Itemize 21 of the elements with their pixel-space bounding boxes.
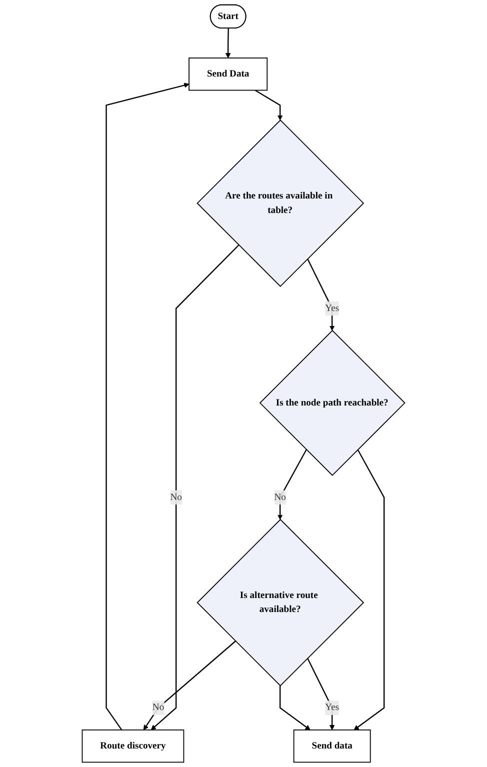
arrow [150, 244, 240, 730]
node-diamond: Is alternative route available? [196, 518, 364, 686]
edge-label: No [170, 492, 182, 502]
node-diamond: Are the routes available in table? [196, 120, 364, 287]
edge-label: Yes [325, 702, 340, 713]
node-diamond: Is the node path reachable? [259, 330, 406, 476]
arrow [143, 640, 236, 730]
edge-label: No [152, 702, 164, 713]
arrow [225, 28, 231, 58]
arrow [354, 449, 385, 730]
edge-label: No [274, 492, 286, 502]
node-box: Send data [293, 730, 371, 763]
arrow [106, 82, 190, 730]
arrow [307, 658, 335, 730]
node-box: Route discovery [82, 730, 184, 763]
arrow [254, 90, 283, 120]
edge-label: Yes [325, 303, 340, 314]
arrow [307, 258, 335, 331]
node-box: Send Data [188, 58, 268, 91]
arrow [277, 449, 307, 520]
arrow [279, 686, 310, 730]
